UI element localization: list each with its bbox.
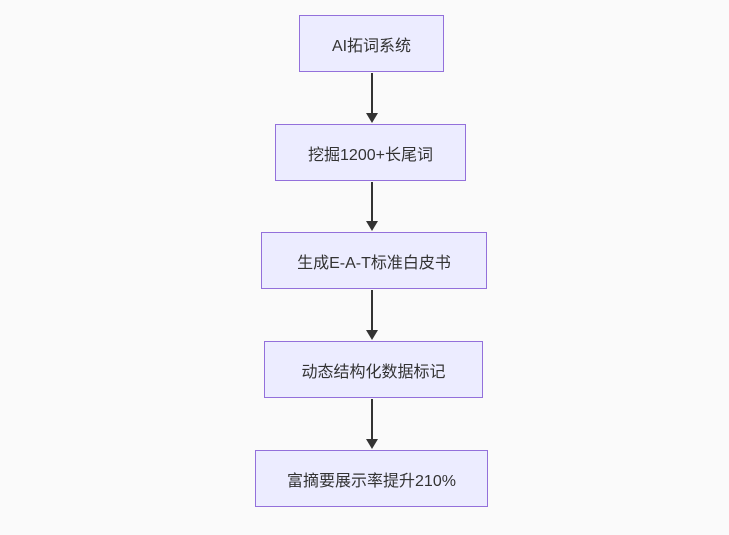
flow-node-structured-data-markup: 动态结构化数据标记 (264, 341, 483, 398)
flow-node-label: 富摘要展示率提升210% (287, 472, 456, 490)
flow-node-label: 生成E-A-T标准白皮书 (297, 254, 451, 272)
arrow-step2-to-step3 (365, 182, 378, 231)
flow-node-ai-word-expansion: AI拓词系统 (299, 15, 444, 72)
flow-node-label: AI拓词系统 (331, 37, 412, 55)
arrow-line (370, 399, 373, 439)
arrow-step1-to-step2 (365, 73, 378, 123)
arrow-head-icon (365, 221, 378, 231)
arrow-head-icon (365, 113, 378, 123)
arrow-head-icon (365, 439, 378, 449)
arrow-line (370, 73, 373, 113)
flow-node-eat-whitepaper: 生成E-A-T标准白皮书 (261, 232, 487, 289)
arrow-line (370, 182, 373, 221)
flow-node-label: 挖掘1200+长尾词 (308, 146, 433, 164)
arrow-step4-to-step5 (365, 399, 378, 449)
flow-node-label: 动态结构化数据标记 (301, 363, 446, 381)
flow-node-longtail-mining: 挖掘1200+长尾词 (275, 124, 466, 181)
flow-node-rich-snippet-result: 富摘要展示率提升210% (255, 450, 488, 507)
arrow-head-icon (365, 330, 378, 340)
arrow-step3-to-step4 (365, 290, 378, 340)
arrow-line (370, 290, 373, 330)
